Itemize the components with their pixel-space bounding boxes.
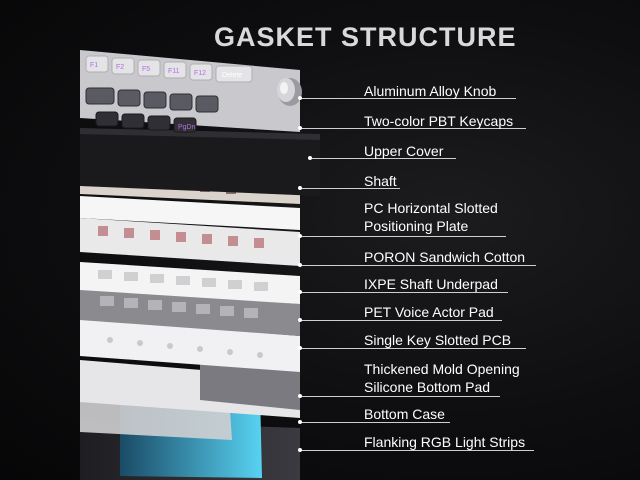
leader-line-silicone <box>300 396 500 397</box>
leader-line-upper-cover <box>310 158 456 159</box>
upper-cover-layer <box>80 128 320 196</box>
label-aluminum-knob: Aluminum Alloy Knob <box>364 83 497 99</box>
leader-dot-silicone <box>298 394 302 398</box>
legend-f11: F11 <box>168 68 180 75</box>
leader-line-pet <box>300 320 502 321</box>
legend-f1: F1 <box>90 62 98 69</box>
label-pet: PET Voice Actor Pad <box>364 304 494 320</box>
label-plate-line2: Positioning Plate <box>364 218 469 234</box>
leader-line-keycaps <box>300 128 526 129</box>
leader-line-rgb <box>300 450 534 451</box>
label-rgb: Flanking RGB Light Strips <box>364 434 526 450</box>
keycaps-layer <box>80 50 300 133</box>
leader-dot-plate <box>298 234 302 238</box>
legend-delete: Delete <box>222 72 242 79</box>
leader-line-knob <box>300 98 516 99</box>
label-pcb: Single Key Slotted PCB <box>364 332 512 348</box>
label-bottom-case: Bottom Case <box>364 406 445 422</box>
silicone-pad-layer <box>80 360 300 418</box>
leader-line-poron <box>300 265 536 266</box>
leader-line-ixpe <box>300 292 508 293</box>
aluminum-knob <box>277 78 302 106</box>
legend-f5: F5 <box>142 66 150 73</box>
ixpe-underpad-layer <box>80 262 300 304</box>
leader-dot-ixpe <box>298 290 302 294</box>
leader-line-pcb <box>300 348 526 349</box>
label-plate-line1: PC Horizontal Slotted <box>364 200 498 216</box>
leader-dot-rgb <box>298 448 302 452</box>
label-silicone-line2: Silicone Bottom Pad <box>364 379 491 395</box>
label-silicone-line1: Thickened Mold Opening <box>364 361 520 377</box>
leader-dot-pet <box>298 318 302 322</box>
leader-dot-shaft <box>298 186 302 190</box>
plate-switch-layer <box>80 196 300 266</box>
label-shaft: Shaft <box>364 173 397 189</box>
label-upper-cover: Upper Cover <box>364 143 444 159</box>
leader-dot-bottom-case <box>298 420 302 424</box>
legend-pgdn: PgDn <box>178 124 196 131</box>
leader-dot-knob <box>298 96 302 100</box>
legend-f2: F2 <box>116 64 124 71</box>
label-ixpe: IXPE Shaft Underpad <box>364 276 498 292</box>
label-keycaps: Two-color PBT Keycaps <box>364 113 514 129</box>
leader-dot-poron <box>298 263 302 267</box>
leader-line-shaft <box>300 188 400 189</box>
leader-line-bottom-case <box>300 422 450 423</box>
legend-f12: F12 <box>194 70 206 77</box>
leader-dot-upper-cover <box>308 156 312 160</box>
leader-line-plate <box>300 236 506 237</box>
page-title: GASKET STRUCTURE <box>214 22 517 52</box>
label-poron: PORON Sandwich Cotton <box>364 249 526 265</box>
leader-dot-pcb <box>298 346 302 350</box>
leader-dot-keycaps <box>298 126 302 130</box>
